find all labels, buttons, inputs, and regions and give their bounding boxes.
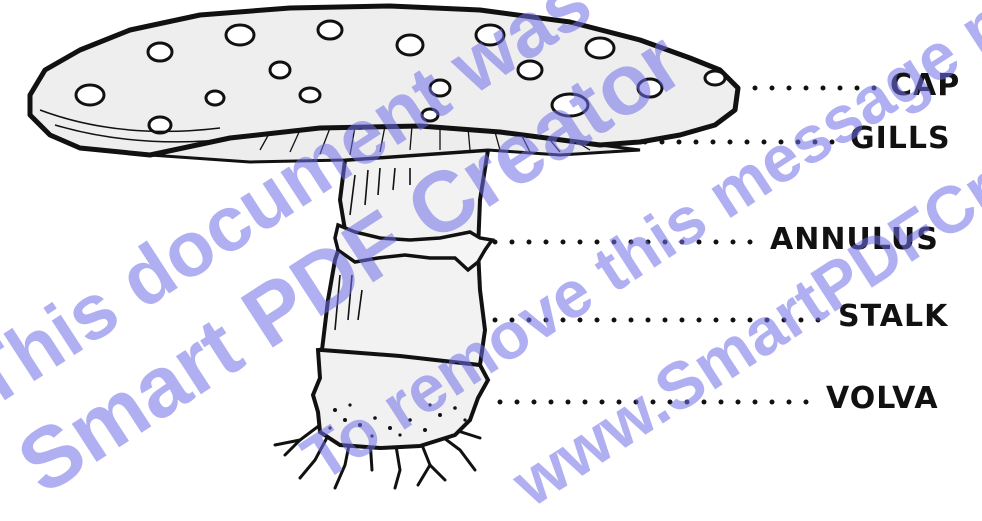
label-gills: GILLS (850, 124, 951, 154)
label-annulus: ANNULUS (770, 225, 939, 255)
label-stalk: STALK (838, 302, 948, 332)
label-cap: CAP (890, 71, 960, 101)
label-volva: VOLVA (826, 384, 939, 414)
